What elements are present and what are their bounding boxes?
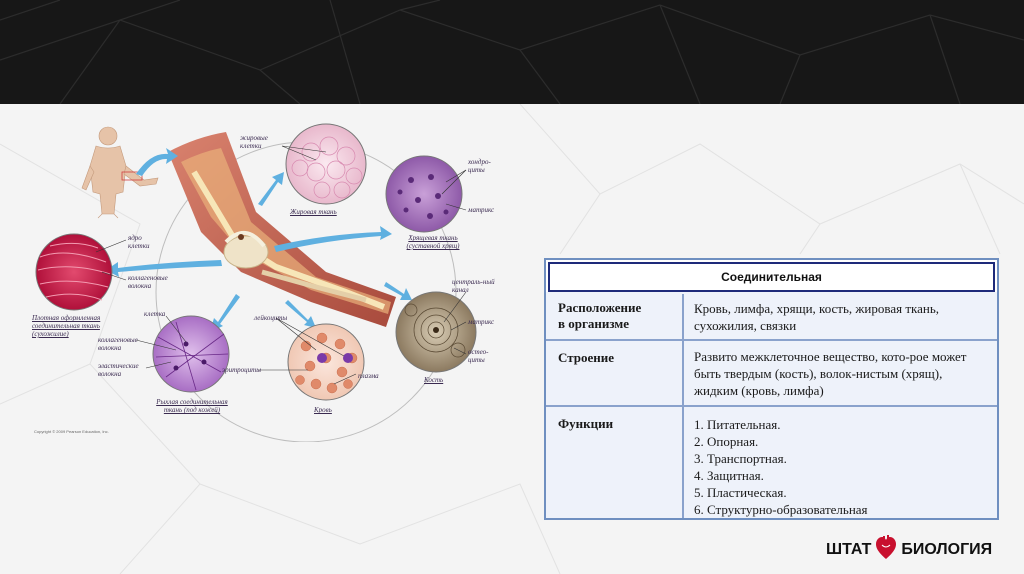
row-text-location: Кровь, лимфа, хрящи, кость, жировая ткан… [694, 301, 940, 333]
heart-icon [875, 534, 897, 566]
logo: ШТАТ БИОЛОГИЯ [826, 534, 993, 566]
label-matrix: матрикс [468, 206, 495, 214]
background-pattern [0, 104, 1024, 574]
row-label-structure: Строение [558, 350, 615, 365]
logo-text-right: БИОЛОГИЯ [901, 541, 993, 558]
loose-tissue-circle [152, 315, 230, 393]
tissue-illustration [35, 123, 477, 443]
label-leukocytes: лейкоциты [254, 314, 288, 322]
label-loose-tissue: Рыхлая соединительная ткань (под кожей) [156, 398, 228, 414]
label-bone: Кость [424, 376, 444, 384]
label-cartilage: Хрящевая ткань (суставной хрящ) [406, 234, 460, 250]
row-divider [546, 339, 997, 341]
cartilage-circle [385, 155, 463, 233]
table-row [546, 292, 997, 340]
label-plasma: плазма [358, 372, 379, 380]
label-collagen-fibers-1: коллагеновые волокна [128, 274, 168, 290]
row-text-functions: 1. Питательная. 2. Опорная. 3. Транспорт… [694, 417, 868, 517]
label-fat-cells: жировые клетки [240, 134, 268, 150]
label-dense-tissue: Плотная оформленная соединительная ткань… [32, 314, 101, 338]
label-fat-tissue: Жировая ткань [290, 208, 337, 216]
label-nucleus: ядро клетки [128, 234, 150, 250]
logo-text-left: ШТАТ [826, 541, 872, 558]
label-elastic-fibers: эластические волокна [98, 362, 139, 378]
table-row [546, 340, 997, 406]
row-divider [546, 405, 997, 407]
blood-circle [287, 323, 365, 401]
label-erythrocytes: эритроциты [222, 366, 261, 374]
row-label-functions: Функции [558, 416, 614, 431]
top-band [0, 0, 1024, 104]
label-central-canal: централь-ный канал [452, 278, 495, 294]
pointer-arrows [106, 148, 412, 332]
column-divider [682, 294, 684, 518]
label-osteocytes: остео-циты [468, 348, 489, 364]
connective-tissue-table: Соединительная Расположение в организме … [544, 258, 999, 520]
label-blood: Кровь [314, 406, 332, 414]
table-title: Соединительная [548, 262, 995, 292]
row-label-location: Расположение в организме [558, 300, 642, 331]
copyright-text: Copyright © 2009 Pearson Education, Inc. [34, 429, 109, 434]
elbow-illustration [168, 132, 396, 327]
bone-circle [395, 291, 477, 373]
label-cell: клетка [144, 310, 166, 318]
human-figure [81, 126, 159, 219]
table-row [546, 406, 997, 518]
fat-tissue-circle [285, 123, 367, 205]
row-text-structure: Развито межклеточное вещество, кото-рое … [694, 349, 967, 398]
label-chondrocytes: хондро-циты [468, 158, 491, 174]
label-bone-matrix: матрикс [468, 318, 495, 326]
dense-tissue-circle [35, 233, 113, 311]
connective-tissue-figure: жировые клетки Жировая ткань хондро-циты… [26, 122, 506, 443]
label-collagen-fibers-2: коллагеновые волокна [98, 336, 138, 352]
